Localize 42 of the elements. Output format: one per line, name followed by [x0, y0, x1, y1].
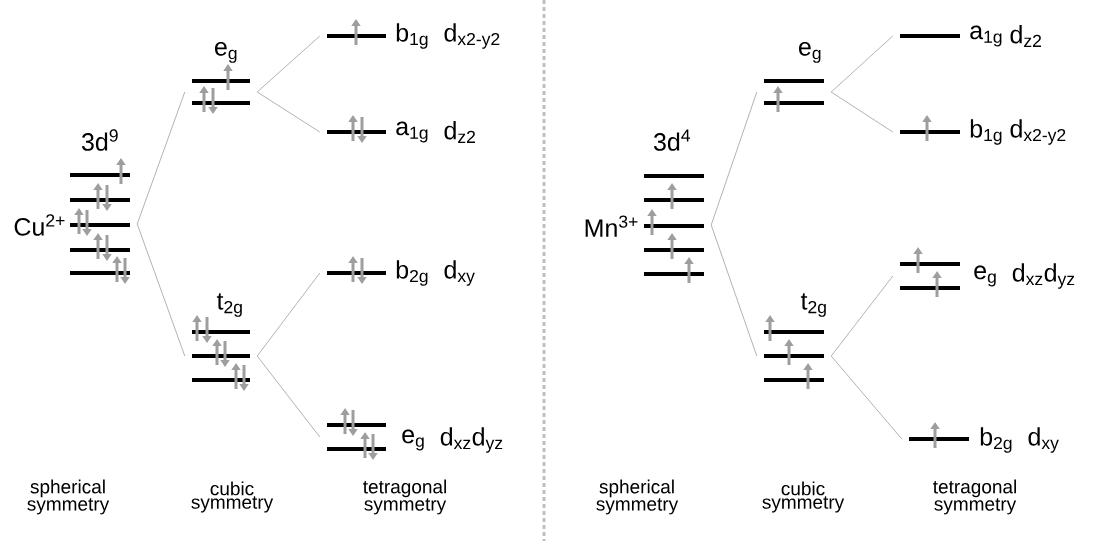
axis-label: cubic symmetry: [191, 481, 274, 513]
level-label: t$_{2g}$: [216, 293, 242, 317]
connector-line: [256, 91, 321, 133]
connector-line: [256, 35, 321, 93]
level-label: Cu$^{2+}$: [14, 214, 65, 236]
level-label: d$_{x2-y2}$: [1010, 119, 1066, 145]
level-label: d$_{x2-y2}$: [444, 23, 500, 49]
connector-line: [256, 272, 321, 357]
axis-label: spherical symmetry: [596, 479, 679, 515]
axis-label: tetragonal symmetry: [363, 479, 447, 515]
connector-line: [710, 224, 758, 357]
level-label: d$_{xy}$: [1028, 427, 1059, 453]
level-label: d$_{xz}$d$_{yz}$: [440, 427, 503, 453]
level-label: d$_{xz}$d$_{yz}$: [1012, 263, 1075, 289]
level-label: b$_{1g}$: [970, 119, 1002, 145]
level-label: e$_{g}$: [974, 265, 996, 287]
level-label: b$_{2g}$: [980, 427, 1012, 453]
level-label: Mn$^{3+}$: [585, 215, 638, 237]
level-label: e$_{g}$: [215, 42, 237, 63]
connector-line: [136, 223, 186, 357]
axis-label: spherical symmetry: [27, 479, 110, 515]
connector-line: [830, 35, 894, 93]
level-label: d$_{z2}$: [1010, 25, 1041, 47]
level-label: a$_{1g}$: [970, 25, 1002, 47]
level-label: a$_{1g}$: [396, 121, 428, 143]
connector-line: [830, 275, 894, 357]
level-label: e$_{g}$: [799, 42, 821, 63]
connector-line: [256, 355, 321, 438]
level-label: d$_{xy}$: [444, 260, 475, 286]
level-label: 3d$^{4}$: [653, 129, 690, 151]
connector-line: [830, 91, 894, 133]
connector-line: [830, 355, 903, 440]
level-label: b$_{1g}$: [396, 23, 428, 49]
connector-line: [710, 91, 758, 226]
level-label: e$_{g}$: [402, 429, 424, 451]
level-label: 3d$^{9}$: [81, 129, 118, 151]
level-label: t$_{2g}$: [800, 293, 826, 317]
axis-label: cubic symmetry: [762, 481, 845, 513]
axis-label: tetragonal symmetry: [933, 479, 1017, 515]
level-label: d$_{z2}$: [444, 121, 475, 143]
connector-line: [136, 91, 186, 225]
level-label: b$_{2g}$: [396, 260, 428, 286]
